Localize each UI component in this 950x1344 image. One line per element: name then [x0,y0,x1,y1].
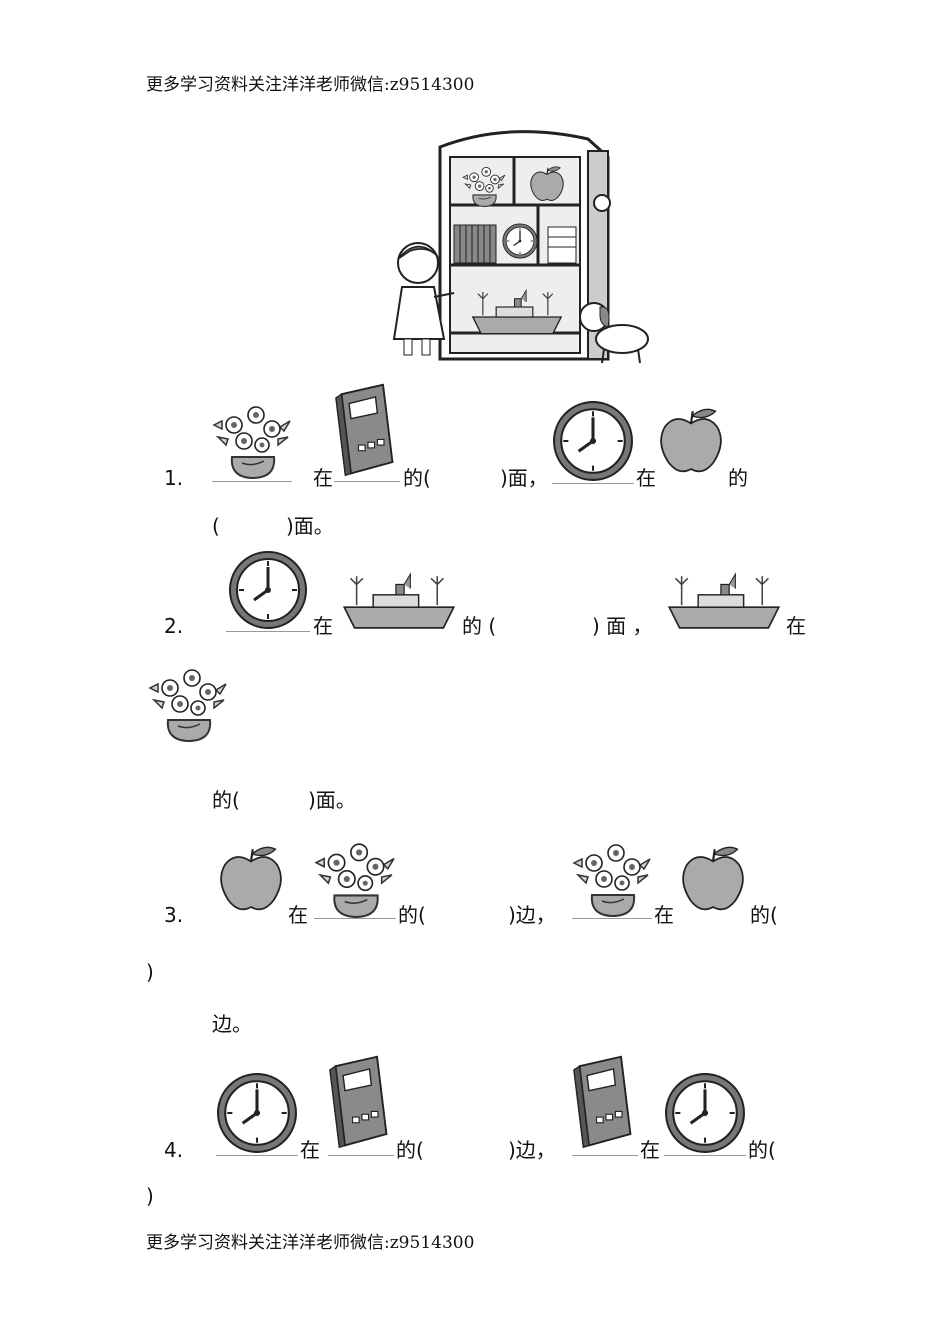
q4-de2-open: 的( [748,1138,776,1162]
apple-icon [659,408,723,473]
q4-close-bian: )边， [508,1138,556,1162]
toy-ship-icon [343,573,455,629]
bookshelf-scene-icon [392,130,649,364]
q3-close-bian: )边， [508,903,556,927]
flower-vase-icon [315,843,395,918]
clock-icon [664,1072,746,1154]
apple-icon [681,846,745,911]
apple-icon [219,846,283,911]
q1-line2-open: ( [212,514,220,538]
q3-zai: 在 [288,903,308,927]
header-note: 更多学习资料关注洋洋老师微信:z9514300 [146,75,475,95]
q3-line3: 边。 [212,1012,252,1036]
footer-note: 更多学习资料关注洋洋老师微信:z9514300 [146,1233,475,1253]
q2-close-mian: ) 面 ， [592,614,653,638]
q4-zai: 在 [300,1138,320,1162]
flower-vase-icon [148,668,228,743]
clock-icon [228,550,308,630]
q1-zai: 在 [313,466,333,490]
q4-number: 4. [164,1138,184,1162]
q3-de-open: 的( [398,903,426,927]
q1-de-open: 的( [403,466,431,490]
q3-zai2: 在 [654,903,674,927]
q4-de-open: 的( [396,1138,424,1162]
flower-vase-icon [212,405,292,480]
q1-line2-close: )面。 [286,514,334,538]
calculator-book-icon [328,1055,388,1149]
q2-zai: 在 [313,614,333,638]
calculator-book-icon [334,383,394,477]
q2-close2: )面。 [308,788,356,812]
clock-icon [552,400,634,482]
q3-wrap-close: ) [146,960,154,984]
q3-de2-open: 的( [750,903,778,927]
calculator-book-icon [572,1055,632,1149]
q2-de-open: 的 ( [462,614,497,638]
q2-de2-open: 的( [212,788,240,812]
q3-number: 3. [164,903,184,927]
toy-ship-icon [668,573,780,629]
flower-vase-icon [572,843,652,918]
q4-wrap-close: ) [146,1184,154,1208]
q1-zai2: 在 [636,466,656,490]
q1-number: 1. [164,466,184,490]
q2-number: 2. [164,614,184,638]
q4-zai2: 在 [640,1138,660,1162]
clock-icon [216,1072,298,1154]
q2-zai2: 在 [786,614,806,638]
q1-de2: 的 [728,466,748,490]
q1-close-mian: )面， [500,466,548,490]
